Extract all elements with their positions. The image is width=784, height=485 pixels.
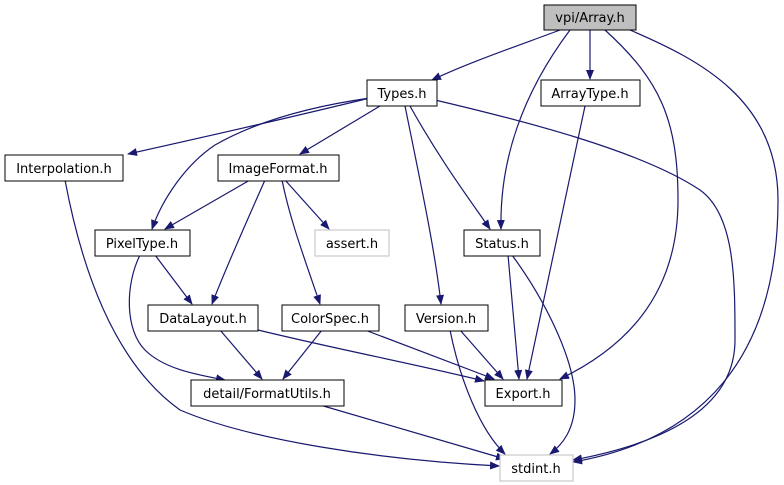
edge-array-status [496,29,571,230]
node-types-h[interactable]: Types.h [366,79,438,107]
edge-colorspec-export [364,329,495,380]
edge-status-export [507,254,523,380]
edge-pixeltype-formatutils [128,254,226,383]
svg-text:assert.h: assert.h [326,237,378,252]
edge-datalayout-formatutils [219,329,263,380]
edge-types-stdint [434,99,736,463]
edge-arraytype-export [524,105,586,380]
edge-array-export [559,29,679,380]
svg-text:detail/FormatUtils.h: detail/FormatUtils.h [203,387,331,402]
svg-text:ArrayType.h: ArrayType.h [551,87,628,102]
node-version-h[interactable]: Version.h [404,304,489,332]
node-status-h[interactable]: Status.h [463,229,541,257]
node-imageformat-h[interactable]: ImageFormat.h [217,154,340,182]
edge-imageformat-colorspec [281,179,321,305]
svg-text:ColorSpec.h: ColorSpec.h [291,312,369,327]
edge-interpolation-stdint [64,179,500,470]
svg-text:ImageFormat.h: ImageFormat.h [229,162,328,177]
svg-text:stdint.h: stdint.h [511,462,560,477]
edge-colorspec-formatutils [282,329,323,380]
node-interpolation-h[interactable]: Interpolation.h [4,154,124,182]
edge-imageformat-pixeltype [164,179,251,230]
edge-types-version [404,105,444,305]
svg-text:Export.h: Export.h [496,387,551,402]
node-detail-formatutils-h[interactable]: detail/FormatUtils.h [190,379,345,407]
edge-formatutils-stdint [319,404,506,461]
edge-array-types [431,29,561,81]
edge-version-export [459,329,504,380]
node-colorspec-h[interactable]: ColorSpec.h [281,304,380,332]
node-pixeltype-h[interactable]: PixelType.h [94,229,191,257]
node-stdint-h[interactable]: stdint.h [499,454,574,482]
svg-text:PixelType.h: PixelType.h [106,237,178,252]
node-datalayout-h[interactable]: DataLayout.h [147,304,259,332]
edge-version-stdint [449,329,506,455]
edge-imageformat-assert [284,179,330,230]
edge-status-stdint [511,254,576,455]
node-export-h[interactable]: Export.h [484,379,563,407]
svg-text:Types.h: Types.h [376,87,426,102]
edge-types-pixeltype [151,97,371,230]
svg-text:DataLayout.h: DataLayout.h [159,312,247,327]
svg-text:Version.h: Version.h [416,312,476,327]
edge-types-status [409,105,491,230]
edge-types-interpolation [127,97,371,156]
edge-pixeltype-datalayout [154,254,193,305]
node-vpi-array-h[interactable]: vpi/Array.h [543,4,637,31]
edge-array-stdint [572,29,779,465]
nodes: vpi/Array.h Types.h ArrayType.h Interpol… [4,4,641,482]
edge-datalayout-export [257,329,485,383]
edge-imageformat-datalayout [211,179,266,305]
svg-text:Interpolation.h: Interpolation.h [16,162,112,177]
edges [64,29,779,470]
edge-types-imageformat [299,105,381,155]
svg-text:vpi/Array.h: vpi/Array.h [555,11,624,26]
svg-text:Status.h: Status.h [475,237,529,252]
node-arraytype-h[interactable]: ArrayType.h [540,79,641,107]
node-assert-h[interactable]: assert.h [314,229,390,257]
